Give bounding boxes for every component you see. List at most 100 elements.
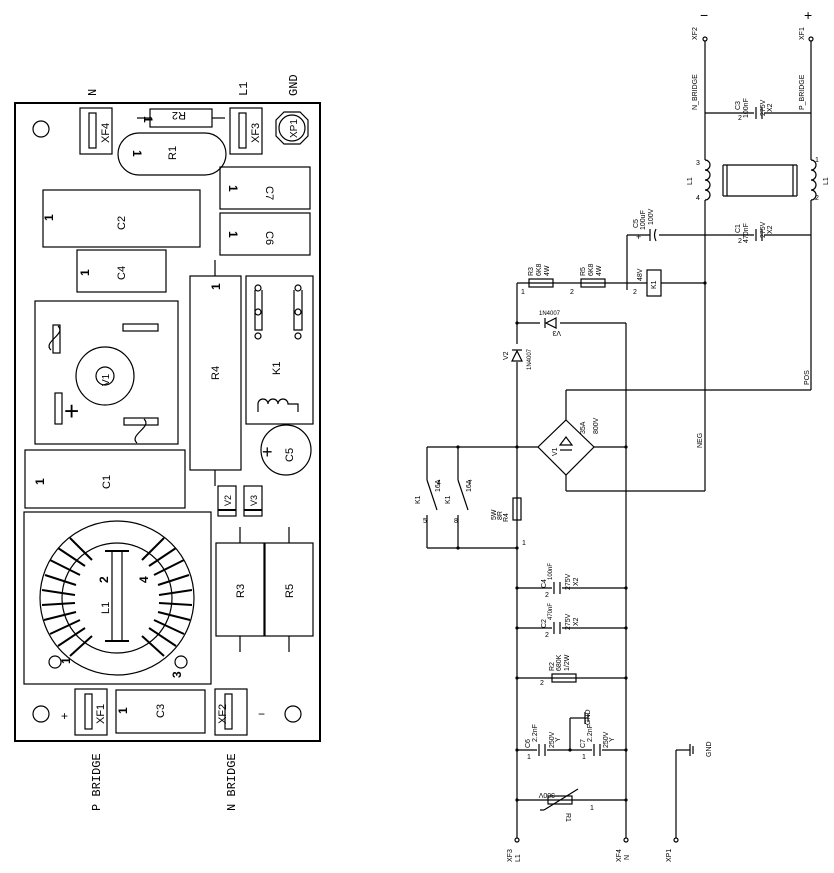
c5-plus: + [636,232,641,242]
r2-power: 1/2W [564,654,571,671]
r4-power: 5W [491,509,498,520]
edge-label-p-bridge: P BRIDGE [90,753,104,811]
v1-plus-pad [54,392,63,425]
xf1-plus-label: + [61,709,68,723]
r4-value: 8R [497,511,504,520]
k1-label: K1 [271,362,283,375]
xf3-terminal [514,837,520,843]
v2-diode [511,349,523,362]
xf3-terminal-label: XF3 [507,849,514,862]
pos-net-label: POS [804,370,811,385]
c3-pin1-label: 1 [116,707,130,714]
c5-ref: C5 [633,219,640,228]
neg-net-label: NEG [697,433,704,448]
r2-ref: R2 [549,662,556,671]
c3-value: 100nF [743,98,750,118]
xp1-label: XP1 [289,119,300,138]
p-bridge-terminal-label: P_BRIDGE [799,74,806,110]
v1-bridge-rectifier-symbol [537,419,595,476]
r5-power: 4W [596,265,603,276]
v1-ref: V1 [552,447,559,456]
k1-contact-b-ref: K1 [445,495,452,504]
c3-class: X2 [767,103,774,112]
v3-diode [243,485,263,517]
v2-ref: V2 [503,351,510,360]
v1-minus-pad [122,323,159,332]
xf2-connector [214,688,248,736]
l1-winding-b [810,159,817,201]
mounting-hole [32,705,50,723]
c2-pin2: 2 [545,632,549,639]
l1-toroid-windings [41,537,193,657]
r1-varistor-symbol [547,795,573,805]
k1-pin4: 4 [437,480,441,487]
r3-pin1: 1 [521,289,525,296]
n-bridge-terminal-label: N_BRIDGE [692,74,699,110]
r4-ref: R4 [503,513,510,522]
c1-pin1-label: 1 [33,478,47,485]
v1-ac-tilde [48,325,61,351]
c6-pin1-label: 1 [226,231,240,238]
l1-pin3-label: 3 [170,671,184,678]
l1-winding-a [704,159,711,201]
c4-rating: 275V [565,573,572,590]
v1-ac-tilde [134,418,147,444]
xp1-ground-stud [275,111,309,145]
c1-capacitor [24,449,186,509]
r1-pin1-label: 1 [130,150,144,157]
xf1-terminal [808,36,814,42]
gnd-net-label: GND [585,709,592,725]
pcb-board-outline [14,102,321,742]
v3-ref: V3 [552,329,561,336]
c6-rating: 250V [549,731,556,748]
c6-capacitor [219,212,311,256]
c7-capacitor [219,166,311,210]
c4-ref: C4 [541,579,548,588]
l1-ref-a: L1 [687,177,694,185]
schematic: − + XF2 N_BRIDGE XF1 P_BRIDGE C3 100nF 2… [415,7,830,862]
xp1-terminal-label: XP1 [666,849,673,862]
r4-pin1-label: 1 [209,283,223,290]
c4-capacitor [76,249,167,293]
c5-value: 100uF [640,210,647,230]
c7-value: 2.2nF [587,724,594,742]
k1-relay [245,275,314,425]
r1-label: R1 [167,146,179,160]
c2-label: C2 [116,216,128,230]
k1-contact-b [457,479,469,511]
c1-label: C1 [101,475,113,489]
l1-pin3-pad [174,655,188,669]
c4-pin1-label: 1 [78,269,92,276]
l1-pin1-pad [48,655,62,669]
c2-class: X2 [573,617,580,626]
xp1-gnd-label: GND [706,741,713,757]
xf1-connector [74,688,108,736]
l1-pin4-label: 4 [137,576,151,583]
k1-contact-a-rating: 16A [435,479,442,492]
xf4-connector [79,107,113,155]
edge-label-gnd: GND [287,74,301,96]
l1-ref-b: L1 [823,177,830,185]
c2-ref: C2 [541,619,548,628]
c2-rating: 275V [565,613,572,630]
l1-pin4: 4 [696,195,700,202]
c1-value: 470nF [743,223,750,243]
xf2-minus-label: − [258,707,265,721]
r1-pin1: 1 [590,805,594,812]
k1-contact-a-ref: K1 [415,495,422,504]
c6-value: 2.2nF [532,724,539,742]
r1-ref: R1 [564,813,571,822]
xf4-terminal [623,837,629,843]
c4-pin2: 2 [545,592,549,599]
r2-value: 680K [556,654,563,671]
c2-capacitor [42,189,201,248]
v2-label: V2 [223,495,233,506]
c1-rating: 275V [760,221,767,238]
r4-symbol [512,497,522,521]
v3-diode [544,317,557,329]
r3-symbol [528,278,554,288]
c3-ref: C3 [735,101,742,110]
c7-rating: 250V [603,731,610,748]
r3-value: 6K8 [536,263,543,276]
